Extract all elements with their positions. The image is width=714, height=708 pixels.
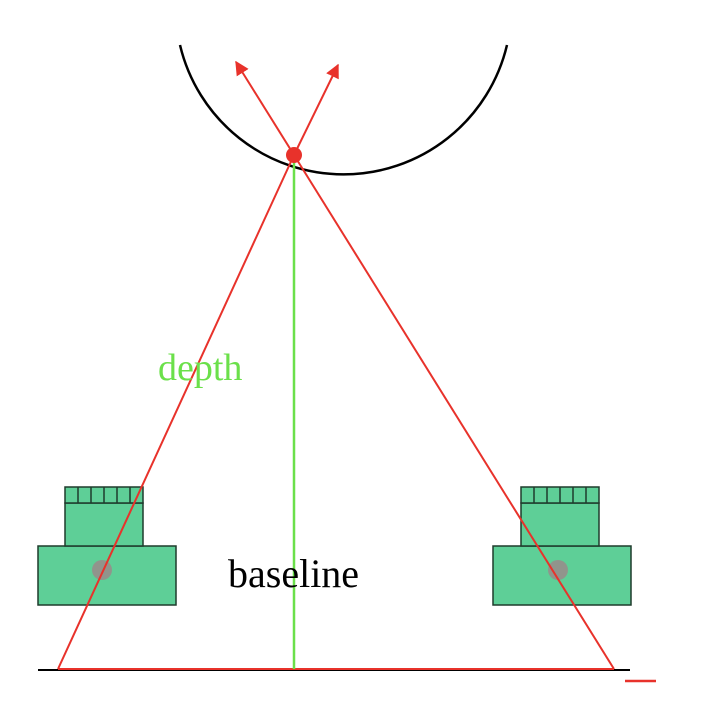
left-camera-sensor-ticks	[77, 487, 131, 503]
reflection-arrow-left	[235, 60, 295, 156]
right-ray	[293, 154, 615, 670]
left-ray	[57, 154, 295, 670]
surface-arc	[178, 44, 509, 176]
left-camera-lens	[92, 560, 112, 580]
right-camera-sensor-ticks	[533, 487, 587, 503]
baseline-label: baseline	[228, 551, 359, 596]
right-camera-lens	[548, 560, 568, 580]
depth-label: depth	[158, 347, 242, 389]
left-camera-icon	[37, 486, 177, 606]
reflection-arrow-right	[293, 63, 339, 156]
surface-point	[286, 147, 302, 163]
